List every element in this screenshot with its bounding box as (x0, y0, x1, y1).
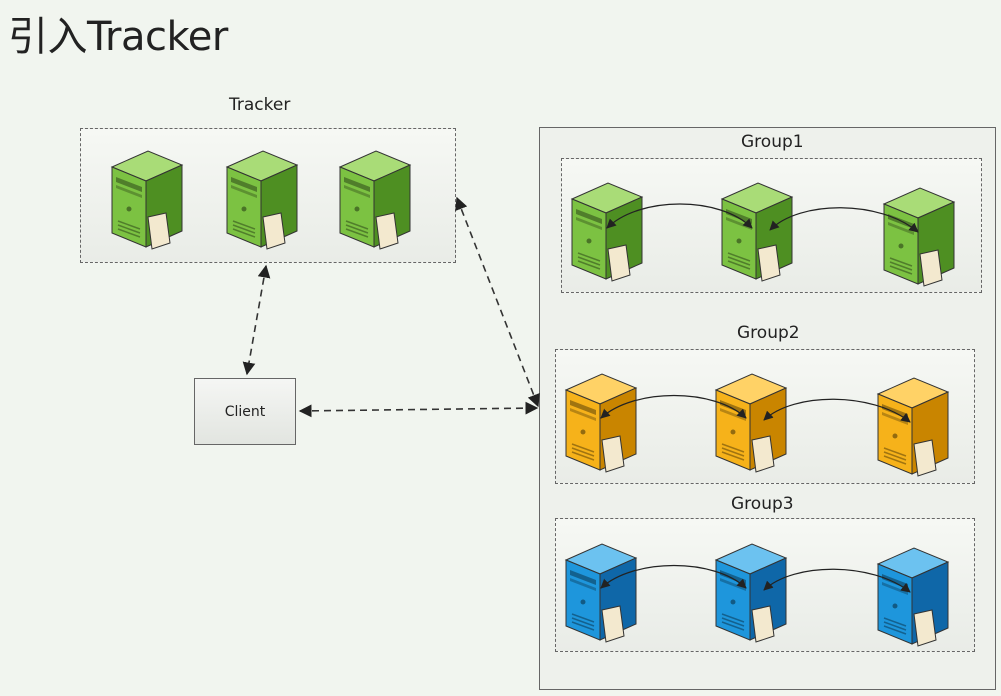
group1-label: Group1 (741, 132, 804, 152)
group1-server-3 (880, 180, 960, 290)
group3-server-3 (874, 540, 954, 650)
tracker-storage-link (455, 196, 540, 408)
client-box[interactable]: Client (194, 378, 296, 445)
group3-label: Group3 (731, 494, 794, 514)
group3-server-1 (562, 536, 642, 646)
tracker-server-1 (108, 143, 188, 253)
client-label: Client (224, 403, 266, 420)
group2-server-2 (712, 366, 792, 476)
tracker-server-3 (336, 143, 416, 253)
tracker-client-link (242, 264, 271, 376)
group2-label: Group2 (737, 323, 800, 343)
tracker-label: Tracker (229, 95, 291, 115)
client-storage-link (298, 401, 539, 418)
slide-title: 引入Tracker (8, 14, 228, 60)
group1-server-2 (718, 175, 798, 285)
group3-server-2 (712, 536, 792, 646)
tracker-server-2 (223, 143, 303, 253)
group1-server-1 (568, 175, 648, 285)
group2-server-3 (874, 370, 954, 480)
group2-server-1 (562, 366, 642, 476)
